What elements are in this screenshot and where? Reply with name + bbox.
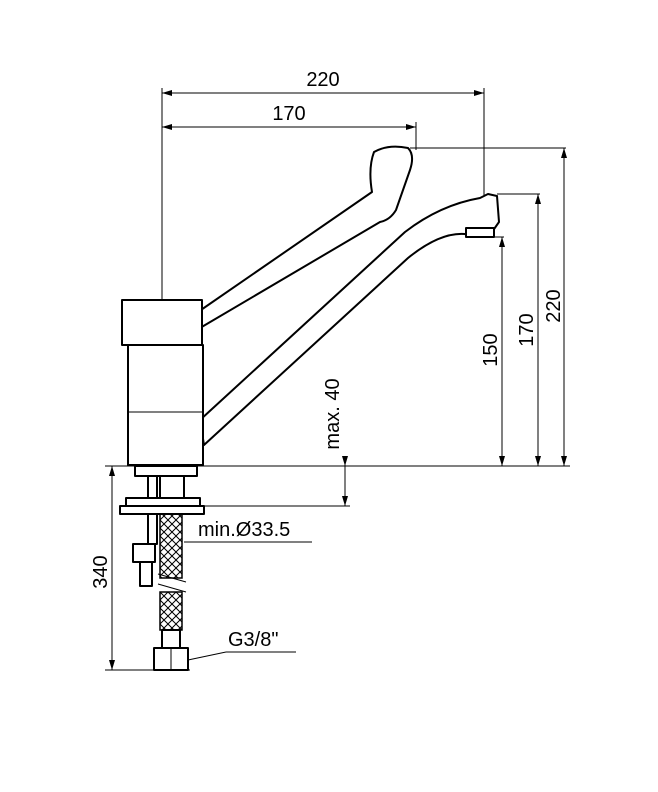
dim-deck-thickness: max. 40 (200, 378, 350, 507)
threaded-rod (147, 513, 158, 545)
mount-washer (134, 465, 198, 477)
fixing-bracket (119, 505, 205, 515)
body-cylinder (127, 344, 204, 466)
dim-hose-length: 340 (90, 466, 190, 671)
hose-upper (159, 513, 183, 579)
dim-thread-label: G3/8" (228, 629, 278, 651)
dim-heights: 220 170 150 (410, 147, 567, 466)
handle-cap (121, 299, 203, 346)
dim-hole-diameter: min.Ø33.5 (184, 519, 312, 543)
spout-outline (199, 193, 500, 446)
dim-total-width: 220 (161, 69, 485, 300)
dim-outlet-height-label: 150 (480, 333, 502, 366)
rod-end (139, 561, 153, 587)
dim-thread: G3/8" (187, 629, 296, 661)
faucet-body (121, 145, 500, 466)
stud (147, 475, 158, 499)
dim-spout-reach-label: 170 (272, 103, 305, 125)
dim-total-width-label: 220 (306, 69, 339, 91)
dim-deck-thickness-label: max. 40 (322, 378, 344, 449)
dim-hole-diameter-label: min.Ø33.5 (198, 519, 290, 541)
hose-break (157, 573, 187, 593)
underdeck-fixing (119, 465, 205, 587)
dim-total-height-label: 220 (543, 289, 565, 322)
hose-ferrule (161, 629, 181, 649)
nut (159, 475, 185, 499)
hose-lower (159, 591, 183, 631)
braided-hose (153, 513, 189, 671)
dim-hose-length-label: 340 (90, 555, 112, 588)
dim-spout-reach: 170 (162, 103, 417, 150)
fixing-plate (125, 497, 201, 507)
lever-handle (197, 145, 414, 329)
rod-nut (132, 543, 156, 563)
dim-spout-height-label: 170 (516, 313, 538, 346)
aerator (465, 227, 495, 238)
